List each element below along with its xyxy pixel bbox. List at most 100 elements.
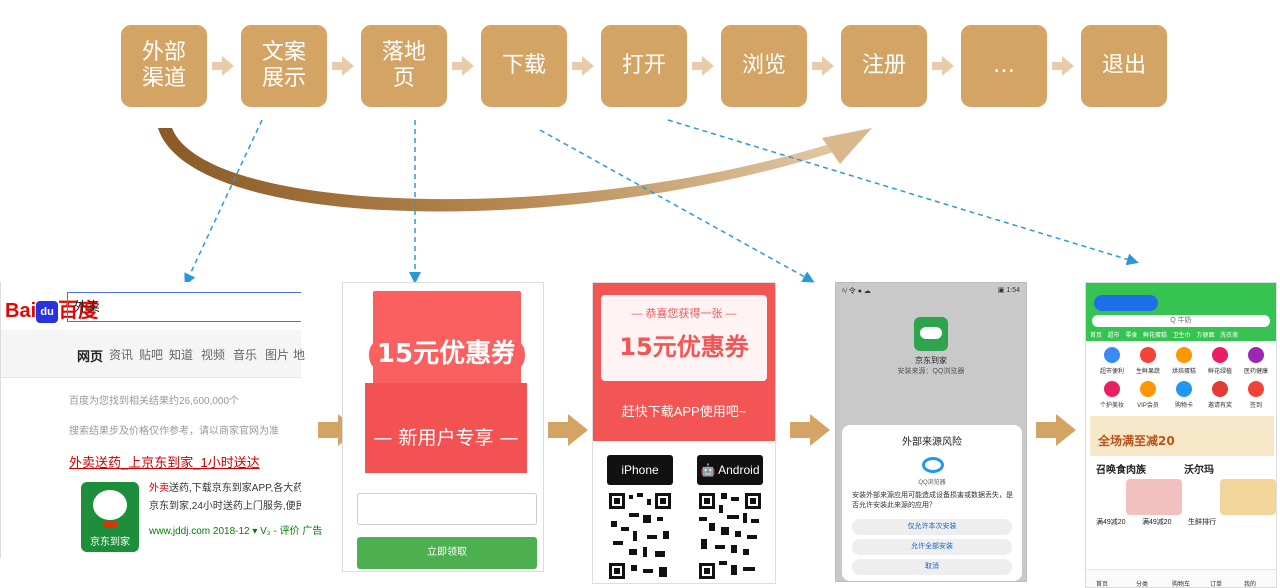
nav-cart[interactable]: 购物车 — [1172, 582, 1191, 588]
iphone-download-button[interactable]: iPhone — [607, 455, 673, 485]
qq-browser-icon — [922, 457, 944, 473]
promo-banner[interactable]: 全场满至减20 — [1090, 416, 1274, 456]
flow-step-ellipsis: … — [961, 25, 1047, 107]
flow-step-external-channel: 外部 渠道 — [121, 25, 207, 107]
phone-input[interactable] — [357, 493, 537, 525]
shop-name[interactable]: 沃尔玛 — [1184, 465, 1214, 476]
redacted-location — [1094, 295, 1158, 311]
shop-name[interactable]: 召唤食肉族 — [1096, 465, 1146, 476]
service-icon[interactable] — [1212, 381, 1228, 397]
product-image — [1126, 479, 1182, 515]
android-download-button[interactable]: 🤖 Android — [697, 455, 763, 485]
dialog-message: 安装外部来源应用可能造成设备损害或数据丢失，是否允许安装此来源的应用？ — [852, 492, 1013, 509]
allow-all-button[interactable]: 允许全部安装 — [852, 539, 1012, 555]
price-notice: 搜索结果步及价格仅作参考，请以商家官网为准 — [69, 426, 279, 437]
search-input[interactable]: 外卖 — [67, 292, 301, 322]
tab-zhidao[interactable]: 知道 — [169, 348, 194, 362]
app-name: 京东到家 — [915, 356, 947, 365]
service-icon[interactable] — [1140, 347, 1156, 363]
coupon-title: 15元优惠券 — [619, 333, 749, 361]
coupon-notch — [369, 343, 381, 367]
allow-once-button[interactable]: 仅允许本次安装 — [852, 519, 1012, 535]
deal-label: 生鲜排行 — [1188, 519, 1216, 526]
app-search-input[interactable]: Q 牛奶 — [1092, 315, 1270, 327]
coupon-envelope: — 新用户专享 — — [365, 383, 527, 473]
category-tabs[interactable]: 首页 超市 零食 鲜花蛋糕 卫生巾 方便面 洗衣液 — [1090, 333, 1239, 339]
service-label: 邀请有奖 — [1207, 403, 1232, 409]
flow-chevron-icon — [932, 56, 954, 76]
flow-arrow-icon — [790, 414, 830, 446]
download-banner: — 恭喜您获得一张 — 15元优惠券 赶快下载APP使用吧~ — [593, 283, 775, 441]
bottom-nav: 首页 分类 购物车 订单 我的 — [1086, 569, 1276, 588]
android-icon: 🤖 — [700, 463, 716, 477]
status-signal: ᵃᵢˡ 令 ● ☁ — [842, 288, 871, 295]
cancel-button[interactable]: 取消 — [852, 559, 1012, 575]
service-icon[interactable] — [1140, 381, 1156, 397]
curved-arrow-body — [158, 128, 840, 212]
product-image — [1220, 479, 1276, 515]
service-icon[interactable] — [1248, 381, 1264, 397]
flow-step-landing-page: 落地 页 — [361, 25, 447, 107]
tab-tieba[interactable]: 贴吧 — [139, 348, 164, 362]
banner-text: 全场满至减20 — [1098, 434, 1175, 448]
download-cta: 赶快下载APP使用吧~ — [621, 404, 747, 419]
flow-step-register: 注册 — [841, 25, 927, 107]
nav-category[interactable]: 分类 — [1136, 582, 1149, 588]
claim-button[interactable]: 立即领取 — [357, 537, 537, 569]
nav-orders[interactable]: 订单 — [1210, 582, 1223, 588]
flow-step-open: 打开 — [601, 25, 687, 107]
landing-page-screenshot: 15元优惠券 — 新用户专享 — 立即领取 — [342, 282, 544, 572]
service-label: 鲜花绿植 — [1207, 369, 1232, 375]
tab-music[interactable]: 音乐 — [233, 348, 258, 362]
status-bar: ᵃᵢˡ 令 ● ☁ ▣ 1:54 — [842, 286, 1020, 296]
coupon-card: — 恭喜您获得一张 — 15元优惠券 — [601, 295, 767, 381]
install-source: 安装来源：QQ浏览器 — [897, 368, 965, 375]
nav-home[interactable]: 首页 — [1096, 582, 1109, 588]
result-count: 百度为您找到相关结果约26,600,000个 — [69, 396, 240, 407]
service-icon[interactable] — [1248, 347, 1264, 363]
flow-chevron-icon — [212, 56, 234, 76]
flow-step-label: 注册 — [861, 53, 906, 78]
mascot-face-icon — [93, 490, 127, 520]
logo-caption: 京东到家 — [90, 537, 130, 548]
coupon-title: 15元优惠券 — [376, 339, 518, 369]
service-label: 超市便利 — [1099, 369, 1124, 375]
service-icon[interactable] — [1104, 381, 1120, 397]
tab-web[interactable]: 网页 — [77, 349, 104, 364]
dashed-connector — [184, 119, 263, 286]
bowtie-icon — [103, 522, 117, 528]
tab-map[interactable]: 地 — [293, 348, 306, 362]
tab-news[interactable]: 资讯 — [109, 348, 134, 362]
flow-chevron-icon — [452, 56, 474, 76]
service-label: VIP会员 — [1137, 403, 1159, 409]
tab-images[interactable]: 图片 — [265, 348, 290, 362]
flow-step-label: 文案 展示 — [261, 40, 306, 91]
result-title-link[interactable]: 外卖送药_上京东到家_1小时送达 — [69, 455, 260, 470]
new-user-tagline: — 新用户专享 — — [373, 427, 519, 449]
service-label: 烘焙蛋糕 — [1171, 369, 1196, 375]
service-label: 个护美妆 — [1099, 403, 1124, 409]
flow-step-label: 退出 — [1101, 53, 1146, 78]
deal-label: 满49减20 — [1142, 519, 1172, 526]
jd-daojia-logo: 京东到家 — [81, 482, 139, 552]
flow-chevron-icon — [572, 56, 594, 76]
flow-step-copy-display: 文案 展示 — [241, 25, 327, 107]
flow-chevron-icon — [812, 56, 834, 76]
dashed-connector — [539, 129, 815, 283]
service-icon[interactable] — [1176, 347, 1192, 363]
deal-label: 满49减20 — [1096, 519, 1126, 526]
service-icon[interactable] — [1104, 347, 1120, 363]
nav-profile[interactable]: 我的 — [1244, 582, 1257, 588]
service-icon[interactable] — [1176, 381, 1192, 397]
tab-video[interactable]: 视频 — [201, 348, 226, 362]
service-icon[interactable] — [1212, 347, 1228, 363]
flow-step-browse: 浏览 — [721, 25, 807, 107]
flow-chevron-icon — [1052, 56, 1074, 76]
flow-step-label: 落地 页 — [381, 40, 426, 91]
flow-chevron-icon — [332, 56, 354, 76]
result-url[interactable]: www.jddj.com 2018-12 ▾ V₂ - 评价 广告 — [149, 526, 323, 537]
flow-arrow-icon — [1036, 414, 1076, 446]
dialog-title: 外部来源风险 — [902, 437, 962, 448]
